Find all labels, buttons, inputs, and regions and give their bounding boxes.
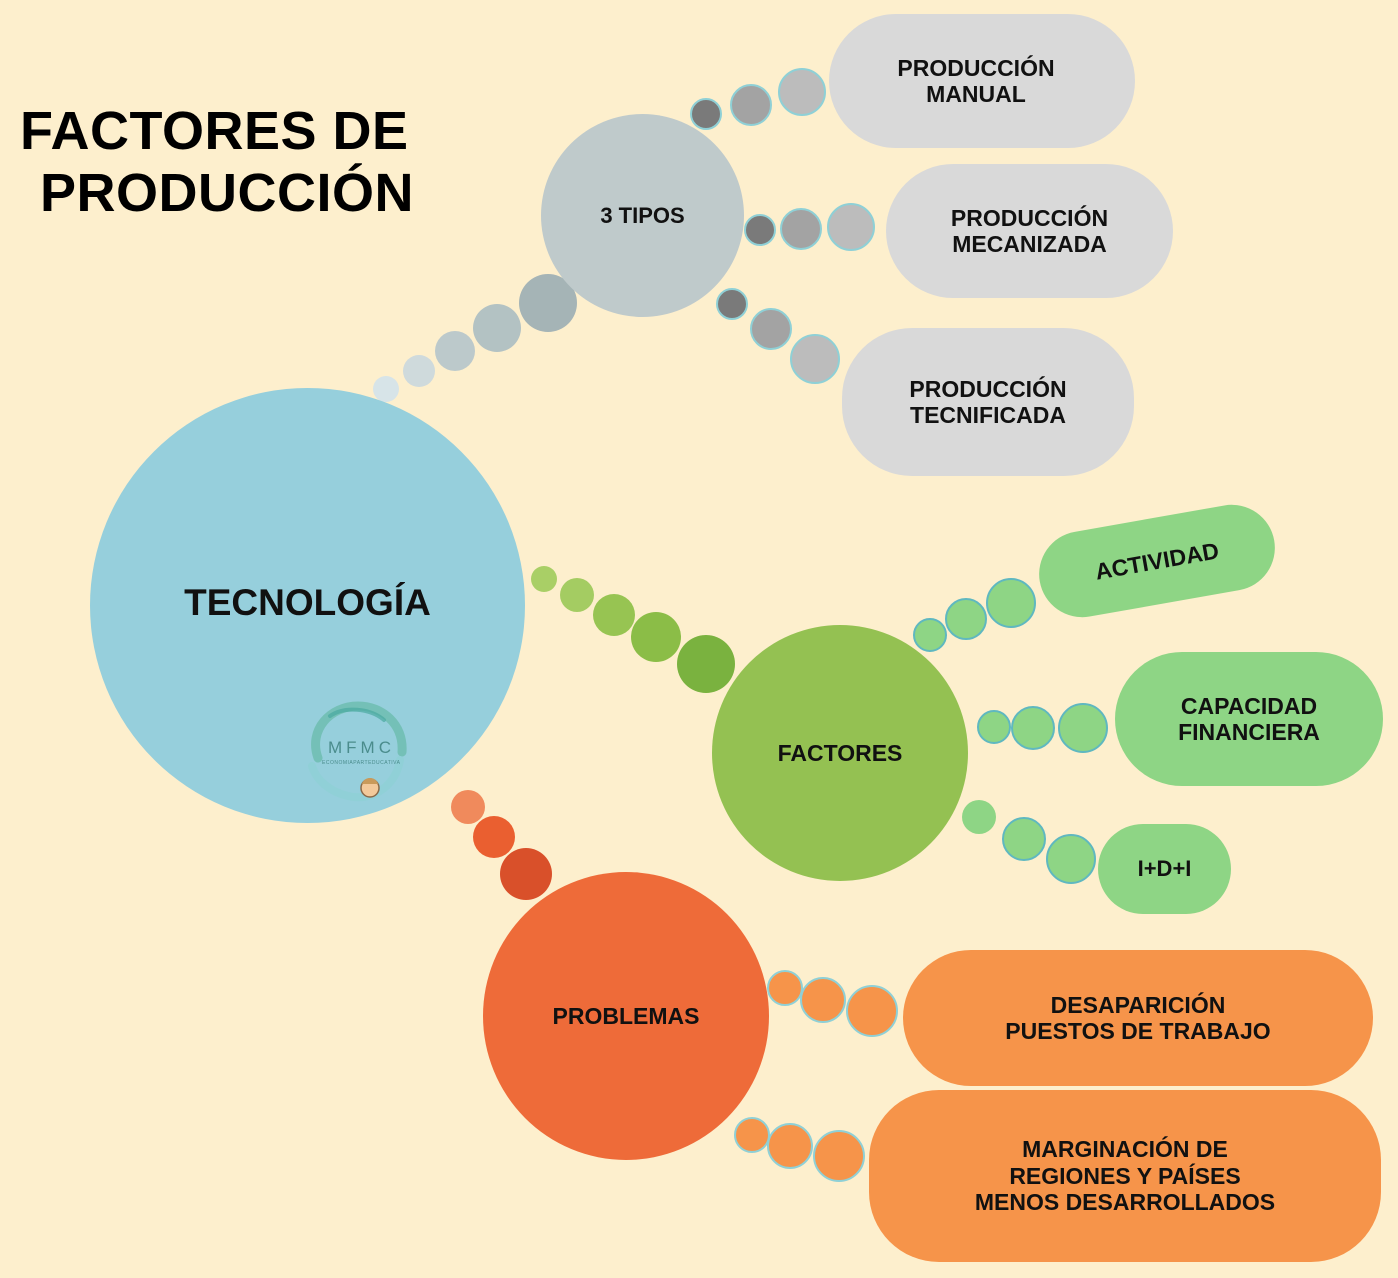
item-produccion-manual: PRODUCCIÓN MANUAL — [829, 14, 1135, 148]
title-line-2: PRODUCCIÓN — [40, 163, 415, 223]
connector-dot — [767, 970, 803, 1006]
connector-dot — [750, 308, 792, 350]
connector-dot — [827, 203, 875, 251]
connector-dot — [913, 618, 947, 652]
connector-dot — [631, 612, 681, 662]
connector-dot — [473, 816, 515, 858]
connector-dot — [1002, 817, 1046, 861]
title-line-1: FACTORES DE — [20, 101, 409, 161]
connector-dot — [677, 635, 735, 693]
branch-node-label: 3 TIPOS — [600, 202, 685, 228]
connector-dot — [730, 84, 772, 126]
item-label: I+D+I — [1137, 856, 1192, 882]
item-label: PRODUCCIÓN TECNIFICADA — [909, 375, 1067, 428]
item-label: MARGINACIÓN DE REGIONES Y PAÍSES MENOS D… — [974, 1136, 1276, 1216]
connector-dot — [780, 208, 822, 250]
item-label: ACTIVIDAD — [1093, 537, 1221, 585]
connector-dot — [977, 710, 1011, 744]
item-capacidad-financiera: CAPACIDAD FINANCIERA — [1115, 652, 1383, 786]
item-produccion-tecnificada: PRODUCCIÓN TECNIFICADA — [842, 328, 1134, 476]
item-marginacion-regiones: MARGINACIÓN DE REGIONES Y PAÍSES MENOS D… — [869, 1090, 1381, 1262]
connector-dot — [945, 598, 987, 640]
connector-dot — [531, 566, 557, 592]
connector-dot — [451, 790, 485, 824]
connector-dot — [800, 977, 846, 1023]
connector-dot — [435, 331, 475, 371]
mfmc-logo-icon — [308, 701, 407, 802]
connector-dot — [846, 985, 898, 1037]
connector-dot — [560, 578, 594, 612]
item-i-d-i: I+D+I — [1098, 824, 1231, 914]
item-produccion-mecanizada: PRODUCCIÓN MECANIZADA — [886, 164, 1173, 298]
page-title: FACTORES DE PRODUCCIÓN — [20, 100, 440, 224]
connector-dot — [690, 98, 722, 130]
connector-dot — [778, 68, 826, 116]
connector-dot — [373, 376, 399, 402]
branch-node-problemas: PROBLEMAS — [483, 872, 769, 1160]
branch-node-tipos: 3 TIPOS — [541, 114, 744, 317]
branch-node-factores: FACTORES — [712, 625, 968, 881]
item-label: PRODUCCIÓN MECANIZADA — [950, 204, 1109, 257]
logo-text: MFMC — [328, 738, 395, 757]
central-node-label: TECNOLOGÍA — [184, 582, 431, 624]
connector-dot — [473, 304, 521, 352]
connector-dot — [500, 848, 552, 900]
connector-dot — [593, 594, 635, 636]
connector-dot — [767, 1123, 813, 1169]
item-label: CAPACIDAD FINANCIERA — [1178, 692, 1320, 745]
connector-dot — [790, 334, 840, 384]
connector-dot — [1011, 706, 1055, 750]
branch-node-label: PROBLEMAS — [552, 1002, 700, 1029]
item-actividad: ACTIVIDAD — [1032, 497, 1282, 625]
connector-dot — [744, 214, 776, 246]
logo-subtext: ECONOMIAPARTEDUCATIVA — [322, 760, 401, 766]
connector-dot — [716, 288, 748, 320]
connector-dot — [1046, 834, 1096, 884]
item-desaparicion-puestos: DESAPARICIÓN PUESTOS DE TRABAJO — [903, 950, 1373, 1086]
mfmc-logo: MFMC ECONOMIAPARTEDUCATIVA — [300, 700, 412, 804]
central-node-tecnologia: TECNOLOGÍA — [90, 388, 525, 823]
branch-node-label: FACTORES — [777, 739, 903, 766]
connector-dot — [986, 578, 1036, 628]
item-label: DESAPARICIÓN PUESTOS DE TRABAJO — [1005, 991, 1271, 1044]
connector-dot — [734, 1117, 770, 1153]
connector-dot — [1058, 703, 1108, 753]
connector-dot — [962, 800, 996, 834]
item-label: PRODUCCIÓN MANUAL — [897, 54, 1055, 107]
connector-dot — [403, 355, 435, 387]
connector-dot — [813, 1130, 865, 1182]
